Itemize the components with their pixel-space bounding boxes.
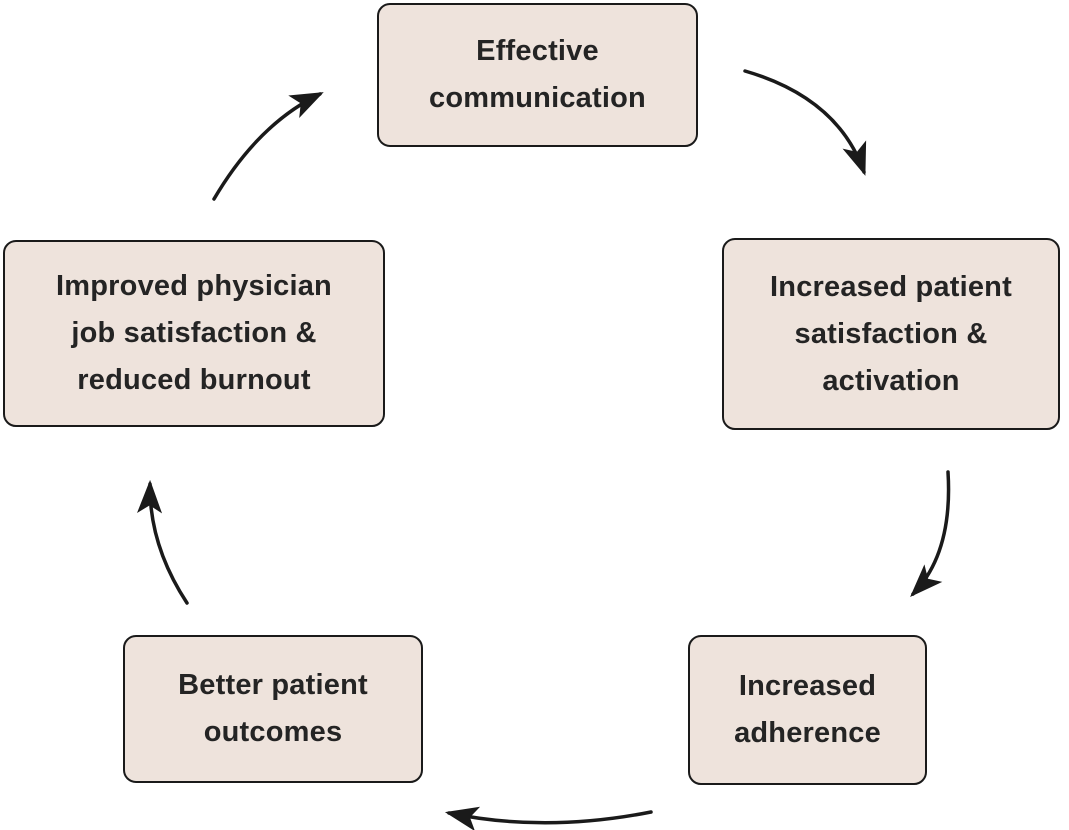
node-label-line: Effective bbox=[476, 35, 599, 67]
node-label-line: Increased bbox=[738, 670, 877, 702]
node-better-patient-outcomes: Better patient outcomes bbox=[123, 635, 423, 783]
arrow-satisfaction-to-adherence bbox=[910, 470, 951, 597]
node-effective-communication: Effective communication bbox=[377, 3, 698, 147]
node-improved-physician-job-satisfaction: Improved physician job satisfaction & redu… bbox=[3, 240, 385, 427]
node-label-line: Increased patient bbox=[770, 270, 1012, 303]
arrow-communication-to-satisfaction bbox=[743, 69, 867, 176]
node-label-line: reduced burnout bbox=[77, 364, 311, 396]
node-label-line: communication bbox=[429, 82, 646, 114]
node-label-line: activation bbox=[822, 364, 960, 397]
node-increased-patient-satisfaction: Increased patient satisfaction & activatio… bbox=[722, 238, 1060, 430]
node-label-line: job satisfaction & bbox=[71, 317, 317, 349]
node-label-line: satisfaction & bbox=[794, 317, 988, 350]
node-label-line: Improved physician bbox=[56, 270, 332, 302]
node-label-line: adherence bbox=[734, 717, 881, 749]
arrow-physician-to-communication bbox=[212, 92, 324, 201]
node-increased-adherence: Increased adherence bbox=[688, 635, 927, 785]
node-label-line: Better patient bbox=[178, 669, 368, 701]
node-label-line: outcomes bbox=[203, 716, 343, 748]
arrow-adherence-to-outcomes bbox=[444, 806, 653, 830]
arrow-outcomes-to-physician bbox=[137, 479, 189, 605]
